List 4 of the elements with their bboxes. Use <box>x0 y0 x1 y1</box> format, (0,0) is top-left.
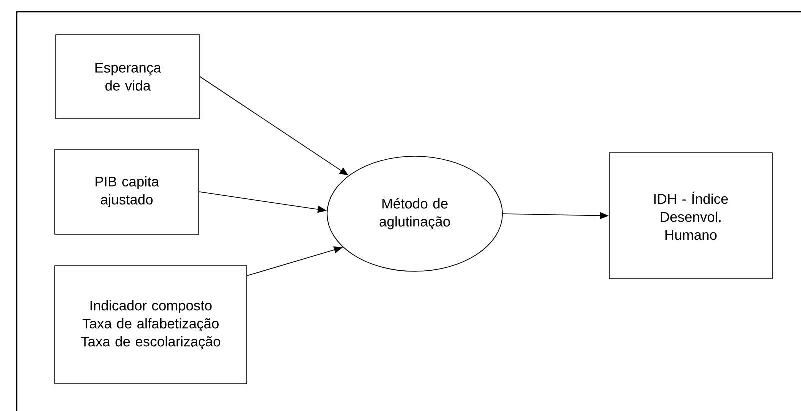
process-box: PIB capita ajustado <box>54 149 200 235</box>
process-box: Esperança de vida <box>56 34 200 120</box>
process-box: IDH - Índice Desenvol. Humano <box>609 152 773 280</box>
process-box: Indicador composto Taxa de alfabetização Taxa de escolarização <box>54 266 248 384</box>
